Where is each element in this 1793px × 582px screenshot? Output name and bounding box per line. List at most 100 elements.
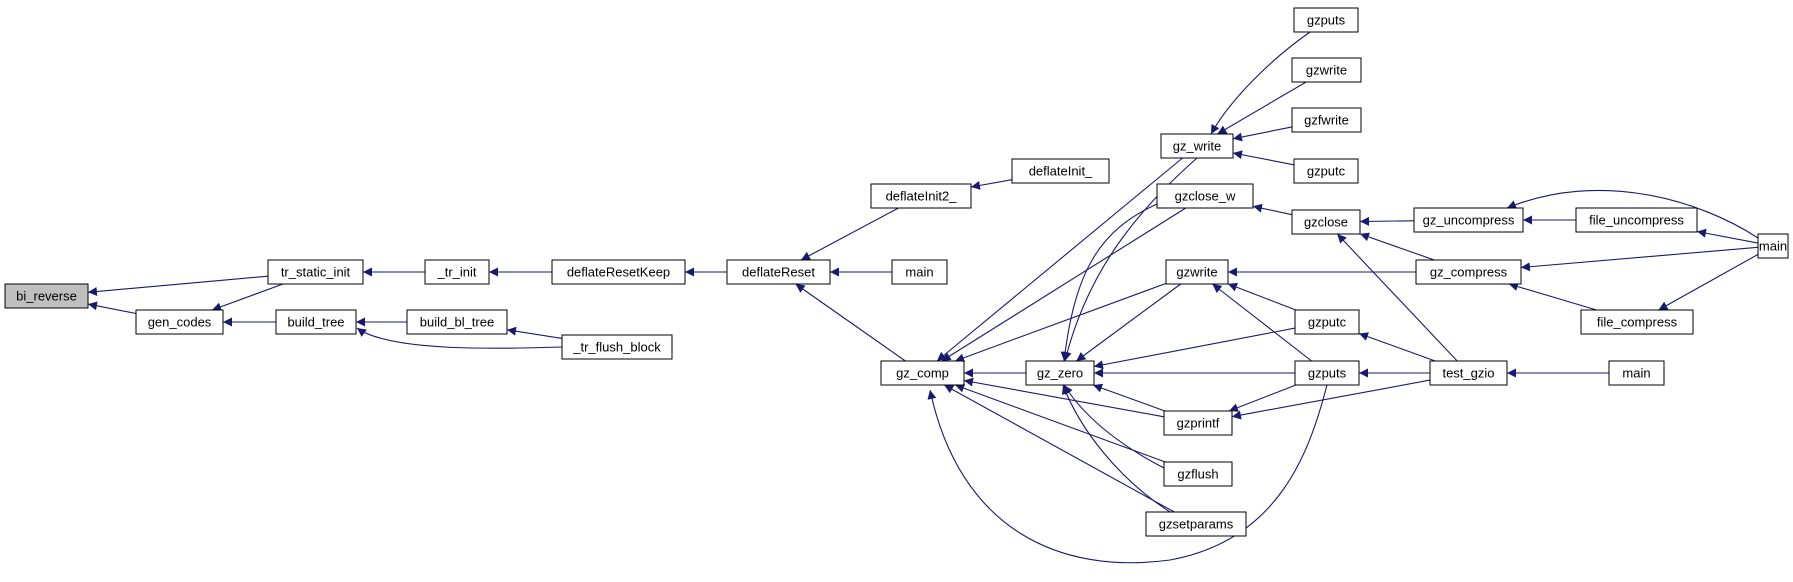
edge-gzsetparams-to-gz_zero (1061, 384, 1171, 513)
node-gz_uncompress[interactable]: gz_uncompress (1413, 207, 1524, 233)
edge-test_gzio-to-gzprintf (1231, 379, 1431, 420)
edge-line (1210, 31, 1311, 135)
edge-line (1060, 203, 1158, 362)
edge-test_gzio-to-gzclose (1336, 233, 1458, 362)
edge-line (1061, 384, 1171, 513)
node-label: build_tree (287, 315, 344, 330)
edge-line (1358, 332, 1436, 362)
node-label: deflateInit2_ (886, 189, 958, 204)
edge-line (1092, 383, 1166, 412)
edge-main_b-to-gz_compress (1520, 246, 1759, 272)
node-gz_compress[interactable]: gz_compress (1415, 259, 1522, 285)
edge-gzputc_a-to-gz_write (1232, 150, 1295, 166)
node-tr_static_init[interactable]: tr_static_init (267, 259, 364, 285)
node-test_gzio[interactable]: test_gzio (1429, 360, 1508, 386)
node-label: gzputs (1308, 366, 1347, 381)
edge-gzputs_b-to-gzwrite_b (1212, 283, 1312, 362)
edge-line (1508, 282, 1597, 311)
node-file_compress[interactable]: file_compress (1580, 309, 1694, 335)
node-gz_zero[interactable]: gz_zero (1025, 360, 1095, 386)
node-tr_flush_block[interactable]: _tr_flush_block (561, 334, 673, 360)
node-label: gzclose_w (1175, 189, 1236, 204)
edge-deflateInit2_-to-deflateReset (800, 207, 899, 261)
node-gen_codes[interactable]: gen_codes (135, 309, 224, 335)
node-label: gzputs (1307, 13, 1346, 28)
node-gzputc_a[interactable]: gzputc (1293, 158, 1359, 184)
edge-layer (87, 31, 1759, 564)
edge-tr_static_init-to-gen_codes (211, 283, 284, 312)
edge-gz_write-to-gz_zero (1062, 157, 1198, 362)
node-gzwrite_b[interactable]: gzwrite (1165, 259, 1229, 285)
edge-line (506, 326, 563, 339)
node-label: gzwrite (1306, 63, 1347, 78)
node-deflateReset[interactable]: deflateReset (726, 259, 831, 285)
edge-gzflush-to-gz_comp (955, 383, 1166, 463)
node-gzputs_b[interactable]: gzputs (1294, 360, 1360, 386)
node-main_b[interactable]: main (1757, 233, 1789, 259)
node-main_a[interactable]: main (891, 259, 948, 285)
node-label: main (1759, 239, 1787, 254)
node-deflateInit2_[interactable]: deflateInit2_ (870, 183, 972, 209)
node-gzfwrite[interactable]: gzfwrite (1291, 107, 1362, 133)
edge-gz_compress-to-gzclose (1359, 232, 1435, 261)
node-box (1757, 233, 1789, 259)
node-box (1429, 360, 1508, 386)
node-box (1160, 133, 1234, 159)
node-build_bl_tree[interactable]: build_bl_tree (406, 309, 508, 335)
node-gzclose[interactable]: gzclose (1291, 209, 1361, 235)
node-label: bi_reverse (16, 289, 77, 304)
edge-main_b-to-file_uncompress (1696, 228, 1759, 244)
node-label: deflateReset (742, 265, 815, 280)
node-label: gzfwrite (1304, 113, 1349, 128)
edge-gzprintf-to-gz_comp (963, 377, 1165, 418)
node-gzflush[interactable]: gzflush (1163, 461, 1233, 487)
node-gzwrite_a[interactable]: gzwrite (1291, 57, 1362, 83)
edge-line (1217, 81, 1307, 135)
node-box (1415, 259, 1522, 285)
edge-gzclose_w-to-gz_zero (1060, 203, 1158, 362)
node-box (870, 183, 972, 209)
edge-tr_flush_block-to-build_bl_tree (506, 326, 563, 339)
edge-gzclose-to-gzclose_w (1252, 203, 1293, 216)
node-box (275, 309, 357, 335)
edge-gzfwrite-to-gz_write (1232, 126, 1293, 142)
node-label: gz_uncompress (1423, 213, 1515, 228)
edge-line (936, 157, 1183, 362)
node-tr_init[interactable]: _tr_init (424, 259, 490, 285)
node-box (1291, 209, 1361, 235)
node-gzclose_w[interactable]: gzclose_w (1156, 183, 1254, 209)
edge-line (1062, 157, 1198, 362)
edge-line (800, 207, 899, 261)
edge-line (1506, 189, 1759, 239)
edge-gzprintf-to-gz_zero (1092, 383, 1166, 412)
node-gzprintf[interactable]: gzprintf (1163, 410, 1233, 436)
edge-line (970, 179, 1013, 190)
edge-tr_flush_block-to-build_tree (356, 327, 563, 349)
edge-line (87, 301, 137, 315)
edge-gzputs_b-to-gz_comp (927, 384, 1328, 564)
node-gzputs_a[interactable]: gzputs (1293, 7, 1359, 33)
node-gz_write[interactable]: gz_write (1160, 133, 1234, 159)
node-gzsetparams[interactable]: gzsetparams (1145, 511, 1247, 537)
edge-line (1093, 327, 1296, 370)
edge-line (941, 207, 1187, 362)
node-box (1294, 360, 1360, 386)
node-main_c[interactable]: main (1608, 360, 1665, 386)
edge-line (1336, 233, 1458, 362)
node-deflateResetKeep[interactable]: deflateResetKeep (551, 259, 686, 285)
node-label: gzclose (1304, 215, 1348, 230)
node-label: deflateInit_ (1029, 164, 1093, 179)
edge-gzwrite_b-to-gz_comp (954, 282, 1167, 363)
node-box (551, 259, 686, 285)
node-gzputc_b[interactable]: gzputc (1294, 309, 1360, 335)
node-deflateInit_[interactable]: deflateInit_ (1011, 158, 1110, 184)
node-build_tree[interactable]: build_tree (275, 309, 357, 335)
node-file_uncompress[interactable]: file_uncompress (1575, 207, 1698, 233)
edge-line (1252, 203, 1293, 216)
edge-gzwrite_a-to-gz_write (1217, 81, 1307, 135)
node-gz_comp[interactable]: gz_comp (880, 360, 965, 386)
node-label: _tr_flush_block (572, 340, 661, 355)
edge-line (1231, 379, 1431, 420)
node-layer: bi_reverse tr_static_init gen_codes build_t… (4, 7, 1789, 537)
node-bi_reverse[interactable]: bi_reverse (4, 283, 89, 309)
